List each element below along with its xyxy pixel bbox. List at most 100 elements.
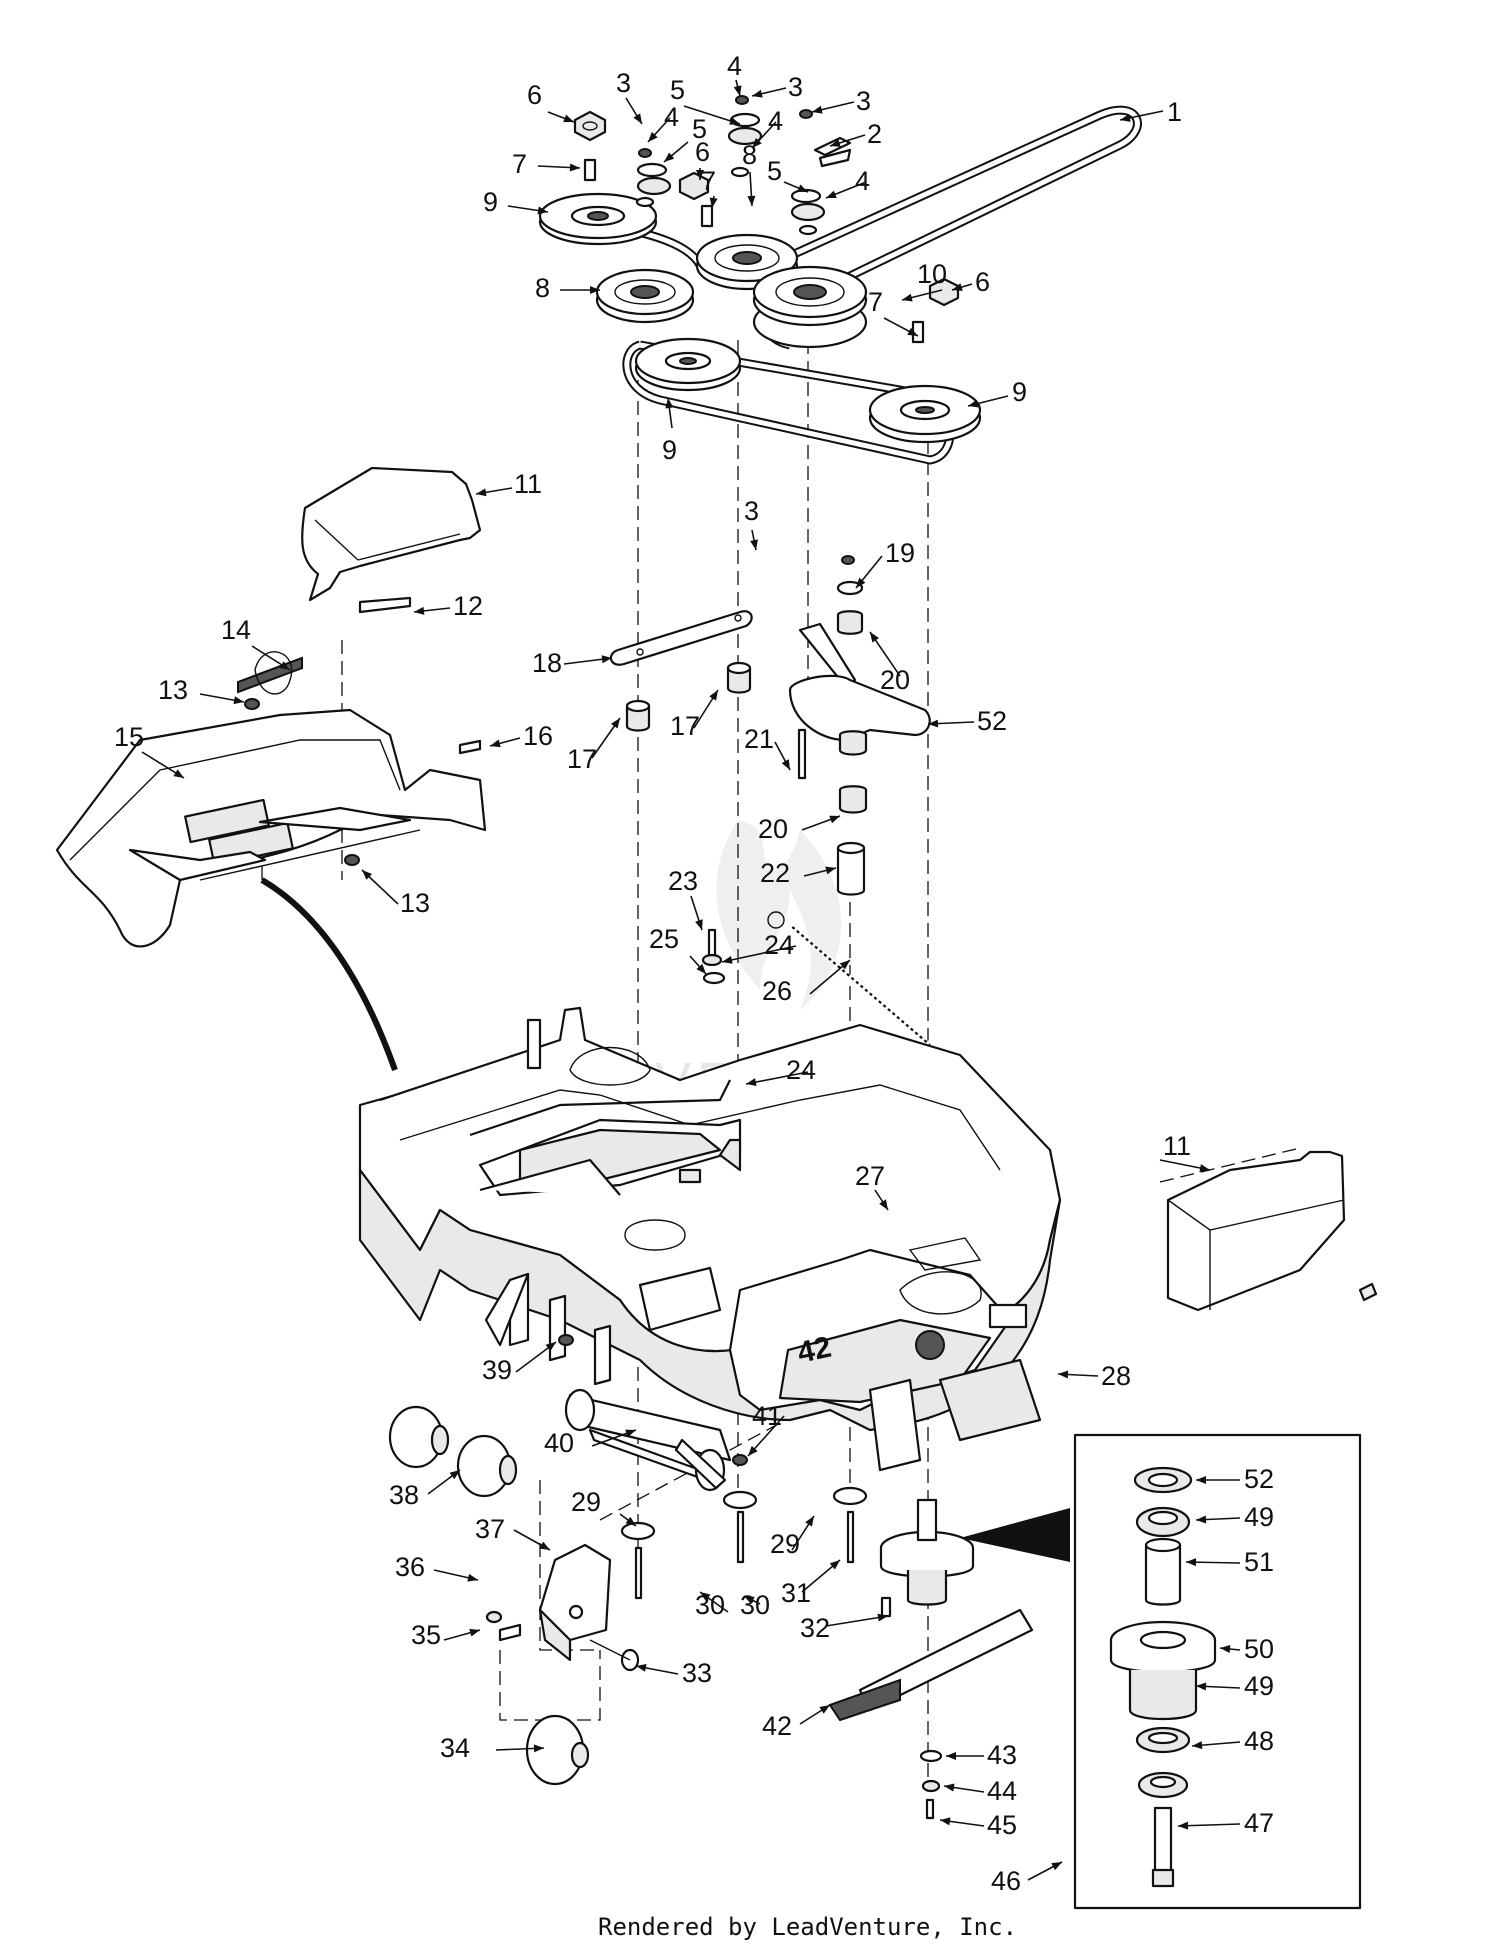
callout-25: 25 — [649, 924, 679, 954]
callout-32: 32 — [800, 1613, 830, 1643]
callout-37: 37 — [475, 1514, 505, 1544]
callout-3: 3 — [744, 496, 759, 526]
callout-13: 13 — [158, 675, 188, 705]
callout-22: 22 — [760, 858, 790, 888]
callout-29: 29 — [571, 1487, 601, 1517]
callout-9: 9 — [662, 435, 677, 465]
callout-16: 16 — [523, 721, 553, 751]
leader-arrowhead — [944, 1783, 955, 1792]
leader-arrowhead — [696, 963, 706, 974]
callout-5: 5 — [767, 156, 782, 186]
leader-arrowhead — [610, 718, 620, 729]
callout-34: 34 — [440, 1733, 470, 1763]
leader-arrowhead — [709, 690, 718, 701]
callout-19: 19 — [885, 538, 915, 568]
callout-7: 7 — [701, 166, 716, 196]
callout-21: 21 — [744, 724, 774, 754]
leader-arrowhead — [1051, 1862, 1062, 1871]
callout-23: 23 — [668, 866, 698, 896]
leader-arrowhead — [747, 195, 756, 206]
callout-14: 14 — [221, 615, 251, 645]
leader-arrowhead — [1192, 1741, 1203, 1750]
callout-5: 5 — [670, 75, 685, 105]
leader-arrowhead — [545, 1342, 556, 1352]
callout-51: 51 — [1244, 1547, 1274, 1577]
callout-10: 10 — [917, 259, 947, 289]
leader-arrowhead — [1196, 1682, 1207, 1691]
leader-line — [825, 1615, 889, 1627]
callout-6: 6 — [695, 137, 710, 167]
deck-model-decal: 42 — [795, 1331, 835, 1370]
leader-arrowhead — [781, 759, 790, 770]
leader-arrowhead — [752, 137, 762, 148]
leader-arrowhead — [414, 606, 425, 615]
leader-arrowhead — [1120, 114, 1131, 122]
leader-arrowhead — [590, 286, 600, 294]
callout-6: 6 — [527, 80, 542, 110]
leader-arrowhead — [173, 769, 184, 778]
callout-labels: 1 2 3 3 3 3 4 4 4 4 5 5 5 6 6 6 7 7 7 8 … — [114, 51, 1274, 1896]
callout-33: 33 — [682, 1658, 712, 1688]
pulley-center — [634, 337, 742, 392]
leader-arrowhead — [601, 655, 612, 664]
callout-26: 26 — [762, 976, 792, 1006]
callout-35: 35 — [411, 1620, 441, 1650]
drive-belt-assembly — [538, 95, 1142, 465]
callout-30: 30 — [740, 1590, 770, 1620]
leader-line — [745, 1071, 809, 1085]
leader-arrowhead — [879, 1199, 888, 1210]
leader-arrowhead — [902, 293, 913, 302]
leader-arrowhead — [467, 1573, 478, 1582]
callout-20: 20 — [758, 814, 788, 844]
leader-lines — [141, 79, 1241, 1881]
leader-arrowhead — [746, 1078, 757, 1087]
callout-49: 49 — [1244, 1502, 1274, 1532]
leader-arrowhead — [907, 327, 918, 336]
callout-7: 7 — [512, 149, 527, 179]
leader-arrowhead — [744, 1596, 755, 1605]
leader-arrowhead — [856, 577, 866, 588]
leader-arrowhead — [665, 398, 674, 409]
callout-2: 2 — [867, 119, 882, 149]
callout-17: 17 — [670, 711, 700, 741]
leader-arrowhead — [946, 1752, 956, 1760]
callout-3: 3 — [788, 72, 803, 102]
callout-24: 24 — [764, 930, 794, 960]
leader-arrowhead — [826, 190, 837, 198]
leader-arrowhead — [539, 1541, 550, 1550]
callout-1: 1 — [1167, 97, 1182, 127]
callout-47: 47 — [1244, 1808, 1274, 1838]
leader-arrowhead — [729, 117, 740, 125]
footer-credit: Rendered by LeadVenture, Inc. — [598, 1913, 1017, 1941]
callout-38: 38 — [389, 1480, 419, 1510]
leader-line — [1177, 1823, 1241, 1827]
callout-45: 45 — [987, 1810, 1017, 1840]
leader-arrowhead — [625, 1429, 636, 1438]
callout-49: 49 — [1244, 1671, 1274, 1701]
leader-arrowhead — [1058, 1370, 1069, 1379]
callout-9: 9 — [1012, 377, 1027, 407]
leader-arrowhead — [633, 113, 642, 124]
leader-arrowhead — [829, 1560, 840, 1570]
belt-cover-left — [301, 466, 482, 602]
callout-50: 50 — [1244, 1634, 1274, 1664]
mower-deck: 42 — [358, 1006, 1062, 1472]
leader-arrowhead — [797, 184, 808, 192]
callout-12: 12 — [453, 591, 483, 621]
callout-46: 46 — [991, 1866, 1021, 1896]
callout-36: 36 — [395, 1552, 425, 1582]
callout-24: 24 — [786, 1055, 816, 1085]
leader-arrowhead — [829, 815, 840, 824]
leader-arrowhead — [830, 139, 841, 147]
blade-spindle — [828, 1498, 1034, 1820]
double-pulley — [752, 265, 868, 349]
leader-arrowhead — [805, 1516, 814, 1527]
leader-arrowhead — [825, 866, 836, 875]
callout-27: 27 — [855, 1161, 885, 1191]
leader-arrowhead — [1178, 1821, 1189, 1830]
callout-4: 4 — [768, 106, 783, 136]
callout-15: 15 — [114, 722, 144, 752]
rollers — [388, 1405, 518, 1498]
leader-arrowhead — [722, 955, 733, 964]
leader-arrowhead — [752, 89, 763, 98]
